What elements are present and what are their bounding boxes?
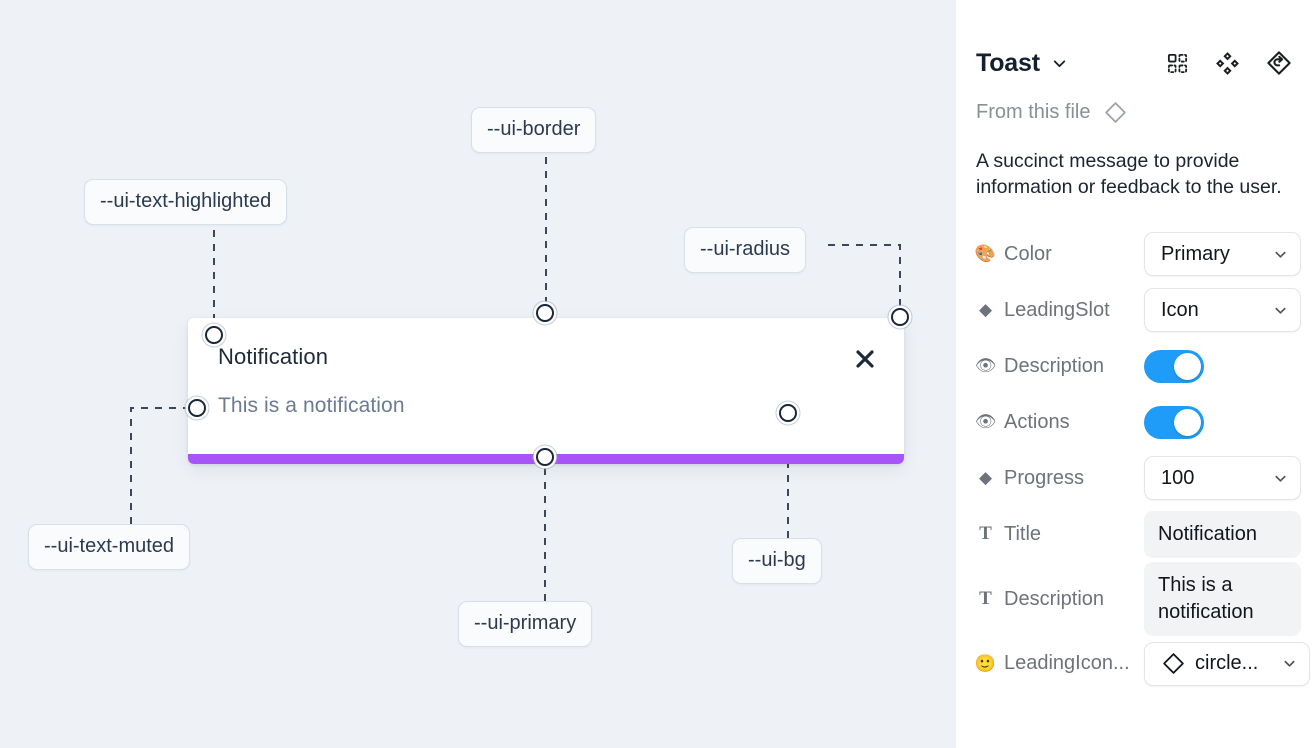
- token-label-ui-primary[interactable]: --ui-primary: [458, 601, 593, 647]
- panel-header: Toast: [976, 34, 1292, 92]
- property-label-color: 🎨 Color: [974, 242, 1052, 265]
- toggle-knob: [1174, 408, 1201, 436]
- property-row-color: 🎨 Color Primary: [974, 226, 1301, 282]
- eye-emoji-icon: 👁: [974, 356, 997, 376]
- variants-diamonds-icon[interactable]: [1215, 51, 1240, 76]
- progress-select[interactable]: 100: [1144, 456, 1301, 501]
- property-row-title: T Title Notification: [976, 506, 1301, 562]
- from-this-file-label: From this file: [976, 101, 1091, 123]
- header-icon-group: [1166, 50, 1292, 76]
- property-row-leadingslot: ◆ LeadingSlot Icon: [976, 282, 1301, 338]
- toast-component[interactable]: Notification This is a notification: [188, 318, 904, 464]
- property-row-progress: ◆ Progress 100: [976, 450, 1301, 506]
- property-label-progress: ◆ Progress: [976, 467, 1144, 490]
- toast-description: This is a notification: [218, 394, 405, 417]
- anchor-dot-ui-radius[interactable]: [891, 308, 909, 326]
- close-x-icon[interactable]: [852, 346, 878, 372]
- eye-emoji-icon: 👁: [974, 412, 997, 432]
- design-canvas[interactable]: Notification This is a notification --ui…: [0, 0, 956, 748]
- token-label-ui-border[interactable]: --ui-border: [471, 107, 597, 153]
- property-row-leadingicon: 🙂 LeadingIcon... circle...: [974, 636, 1310, 692]
- leadingicon-select[interactable]: circle...: [1144, 641, 1310, 686]
- smiley-emoji-icon: 🙂: [974, 653, 997, 673]
- property-row-description-text: T Description This is a notification: [976, 562, 1301, 636]
- token-label-ui-radius[interactable]: --ui-radius: [684, 227, 807, 273]
- toast-title: Notification: [218, 344, 329, 369]
- from-this-file-row[interactable]: From this file: [976, 100, 1292, 125]
- properties-panel: Toast: [956, 0, 1312, 748]
- property-label-leadingslot: ◆ LeadingSlot: [976, 299, 1144, 322]
- property-list: 🎨 Color Primary ◆ LeadingSlot: [974, 226, 1310, 692]
- chevron-down-icon: [1273, 303, 1288, 318]
- property-label-description-text: T Description: [976, 588, 1144, 611]
- anchor-dot-ui-bg[interactable]: [779, 404, 797, 422]
- diamond-filled-icon: ◆: [978, 468, 993, 488]
- anchor-dot-ui-primary[interactable]: [536, 448, 554, 466]
- chevron-down-icon: [1273, 247, 1288, 262]
- token-label-ui-bg[interactable]: --ui-bg: [732, 538, 822, 584]
- property-label-leadingicon: 🙂 LeadingIcon...: [974, 652, 1130, 675]
- property-row-description-visibility: 👁 Description: [974, 338, 1292, 394]
- property-label-actions: 👁 Actions: [974, 410, 1070, 433]
- diamond-filled-icon: ◆: [978, 300, 993, 320]
- token-label-ui-text-highlighted[interactable]: --ui-text-highlighted: [84, 179, 288, 225]
- anchor-dot-ui-text-highlighted[interactable]: [205, 326, 223, 344]
- text-t-icon: T: [979, 588, 992, 610]
- title-field[interactable]: Notification: [1144, 511, 1301, 558]
- property-row-actions: 👁 Actions: [974, 394, 1292, 450]
- chevron-down-icon[interactable]: [1051, 55, 1068, 72]
- component-grid-icon[interactable]: [1166, 52, 1189, 75]
- reset-revert-icon[interactable]: [1266, 50, 1292, 76]
- diamond-outline-icon: [1161, 651, 1186, 676]
- color-select[interactable]: Primary: [1144, 232, 1301, 277]
- diamond-outline-icon: [1103, 100, 1128, 125]
- description-toggle[interactable]: [1144, 349, 1204, 383]
- toggle-knob: [1174, 352, 1201, 380]
- palette-emoji-icon: 🎨: [974, 244, 997, 264]
- leadingslot-select[interactable]: Icon: [1144, 288, 1301, 333]
- token-label-ui-text-muted[interactable]: --ui-text-muted: [28, 524, 191, 570]
- property-label-description-visibility: 👁 Description: [974, 354, 1105, 377]
- property-label-title: T Title: [976, 523, 1144, 546]
- text-t-icon: T: [979, 523, 992, 545]
- component-summary: A succinct message to provide informatio…: [976, 150, 1282, 198]
- actions-toggle[interactable]: [1144, 405, 1204, 439]
- page-title: Toast: [976, 48, 1040, 77]
- chevron-down-icon: [1282, 656, 1297, 671]
- anchor-dot-ui-border[interactable]: [536, 304, 554, 322]
- chevron-down-icon: [1273, 471, 1288, 486]
- description-field[interactable]: This is a notification: [1144, 562, 1301, 636]
- anchor-dot-ui-text-muted[interactable]: [188, 399, 206, 417]
